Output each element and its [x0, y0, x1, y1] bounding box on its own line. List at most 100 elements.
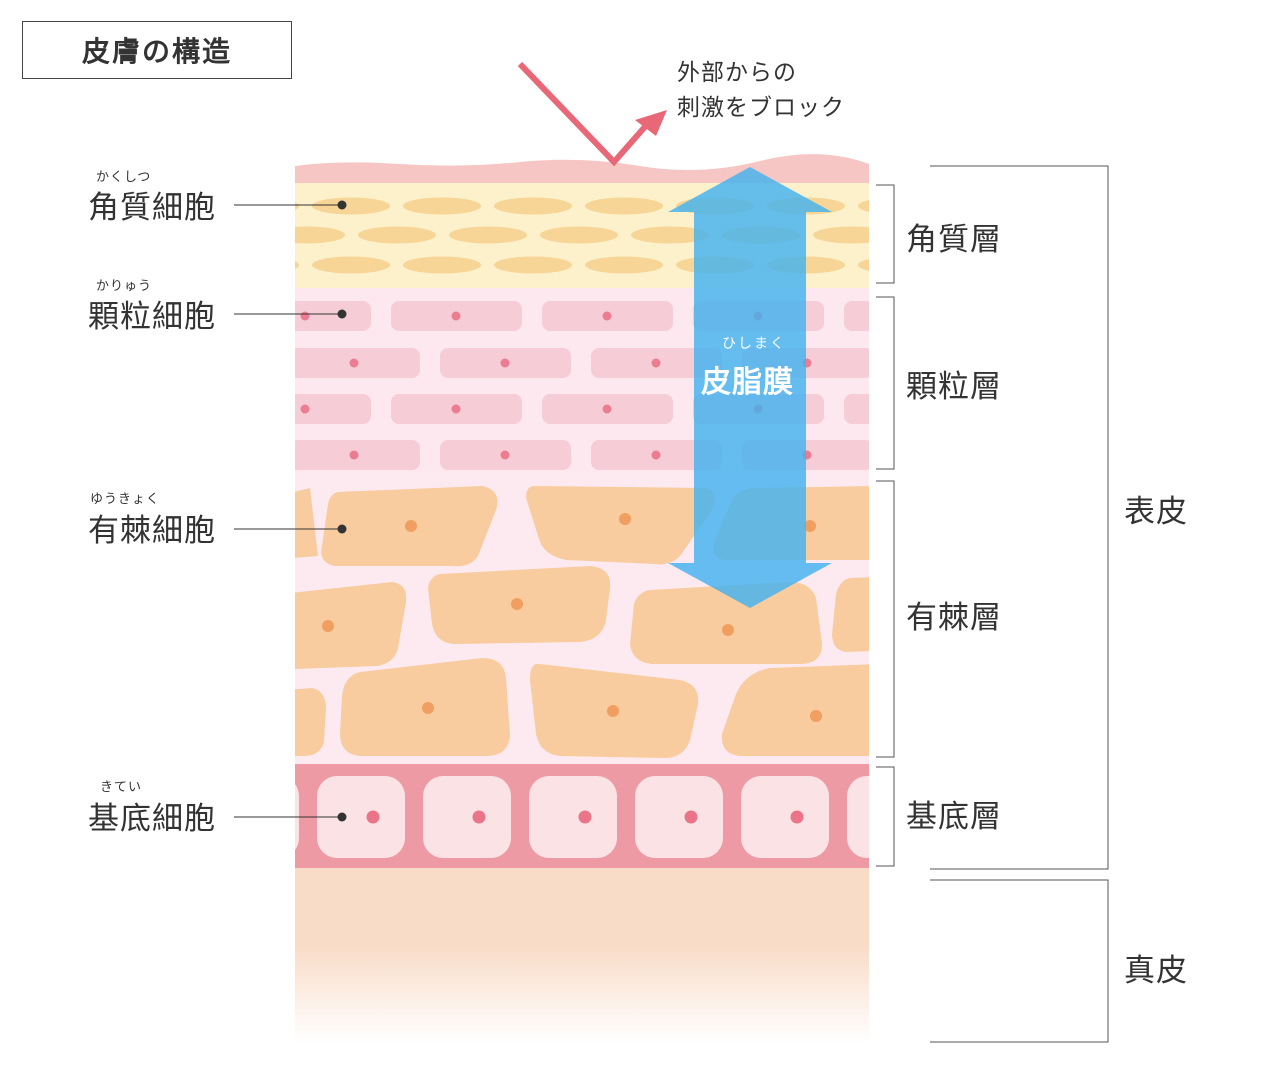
corneocyte — [858, 200, 869, 212]
sebum-label: 皮脂膜 — [701, 365, 794, 400]
granular-cell — [844, 301, 869, 331]
stimulus-note-line1: 外部からの — [677, 60, 797, 86]
sebum-double-arrow — [668, 167, 832, 608]
corneocyte-ruby: かくしつ — [96, 170, 152, 185]
bracket-spinous — [876, 480, 895, 758]
granular-cell — [844, 394, 869, 424]
corneocyte — [176, 227, 254, 244]
spinous-cell — [295, 688, 326, 756]
layer-label-spinous: 有棘層 — [906, 600, 1002, 636]
granular-cell-nucleus — [954, 451, 963, 460]
granular-cell-nucleus — [651, 450, 661, 460]
basal-cell — [423, 776, 511, 858]
granular-cell-nucleus — [451, 404, 461, 414]
basal-cell — [529, 776, 617, 858]
basal-cell — [847, 776, 869, 858]
granular-cell-nucleus — [651, 358, 661, 368]
granular-cell-ruby: かりゅう — [96, 279, 153, 294]
bracket-dermis — [930, 879, 1109, 1043]
spinous-cell — [630, 582, 822, 664]
basal-cell-nucleus — [790, 810, 804, 824]
corneocyte — [858, 259, 869, 271]
spinous-cell — [526, 486, 715, 565]
stimulus-note-line2: 刺激をブロック — [677, 95, 845, 121]
corneocyte — [631, 226, 709, 244]
spinous-cell-nucleus — [405, 520, 417, 532]
spinous-cell-nucleus — [722, 624, 734, 636]
dermis-layer — [295, 868, 869, 1043]
layer-label-basal: 基底層 — [906, 799, 1002, 835]
group-label-epidermis: 表皮 — [1124, 494, 1188, 530]
sebum-ruby: ひしまく — [722, 336, 786, 352]
basal-cell-nucleus — [684, 810, 698, 824]
basal-cell — [317, 776, 405, 858]
corneocyte — [540, 226, 618, 244]
granular-cell — [893, 440, 1024, 470]
basal-cell — [635, 776, 723, 858]
corneocyte — [312, 256, 390, 274]
granular-cell-nucleus — [500, 358, 510, 368]
basal-cell-leader-dot — [337, 812, 347, 822]
basal-cell-nucleus — [578, 810, 592, 824]
corneocyte — [449, 226, 527, 244]
group-label-dermis: 真皮 — [1124, 953, 1188, 989]
corneocyte-leader-dot — [337, 200, 347, 210]
layer-label-granular: 顆粒層 — [906, 369, 1002, 405]
basal-cell-label: 基底細胞 — [88, 801, 216, 837]
granular-cell-label: 顆粒細胞 — [88, 299, 216, 335]
spinous-cell-nucleus — [619, 513, 631, 525]
corneocyte — [295, 202, 299, 210]
spinous-cell — [721, 664, 869, 756]
granular-cell-nucleus — [602, 404, 612, 414]
diagram-title: 皮膚の構造 — [22, 21, 292, 79]
stimulus-note: 外部からの 刺激をブロック — [677, 56, 845, 126]
bracket-basal — [876, 766, 895, 867]
spinous-cell — [832, 577, 869, 652]
corneocyte — [585, 197, 663, 215]
granular-cell-nucleus — [300, 311, 310, 321]
spinous-cell-ruby: ゆうきょく — [90, 492, 161, 507]
spinous-cell-leader-dot — [337, 524, 347, 534]
corneocyte — [295, 226, 345, 244]
granular-cell-nucleus — [500, 450, 510, 460]
spinous-cell-nucleus — [804, 520, 816, 532]
corneocyte — [312, 197, 390, 215]
spinous-cell-nucleus — [810, 710, 822, 722]
bracket-granular — [876, 296, 895, 470]
granular-cell — [295, 394, 371, 424]
granular-cell-nucleus — [602, 311, 612, 321]
skin-surface — [295, 154, 869, 183]
spinous-cell — [295, 488, 318, 558]
spinous-cell-nucleus — [322, 620, 334, 632]
basal-cell-nucleus — [472, 810, 486, 824]
spinous-cell-nucleus — [422, 702, 434, 714]
granular-cell-leader-dot — [337, 309, 347, 319]
basal-cell — [741, 776, 829, 858]
basal-cell-nucleus — [366, 810, 380, 824]
corneocyte-label: 角質細胞 — [88, 190, 216, 226]
stimulus-arrow-head — [635, 110, 667, 136]
stimulus-arrow — [517, 61, 653, 167]
corneocyte — [403, 197, 481, 215]
corneocyte — [358, 226, 436, 244]
spinous-cell — [295, 582, 407, 670]
granular-cell-nucleus — [300, 404, 310, 414]
bracket-epidermis — [930, 165, 1109, 870]
granular-cell — [295, 301, 371, 331]
layer-label-corneum: 角質層 — [906, 222, 1002, 258]
corneocyte — [585, 256, 663, 274]
corneocyte — [494, 197, 572, 215]
granular-cell-nucleus — [451, 311, 461, 321]
corneocyte — [403, 256, 481, 274]
basal-cell-ruby: きてい — [100, 780, 143, 795]
granular-cell-nucleus — [349, 358, 359, 368]
spinous-cell-label: 有棘細胞 — [88, 513, 216, 549]
corneocyte — [813, 226, 869, 244]
granular-cell-nucleus — [905, 312, 914, 321]
spinous-cell-nucleus — [511, 598, 523, 610]
granular-cell-nucleus — [349, 450, 359, 460]
spinous-cell-nucleus — [607, 705, 619, 717]
corneocyte — [295, 261, 299, 269]
bracket-corneum — [876, 184, 895, 284]
